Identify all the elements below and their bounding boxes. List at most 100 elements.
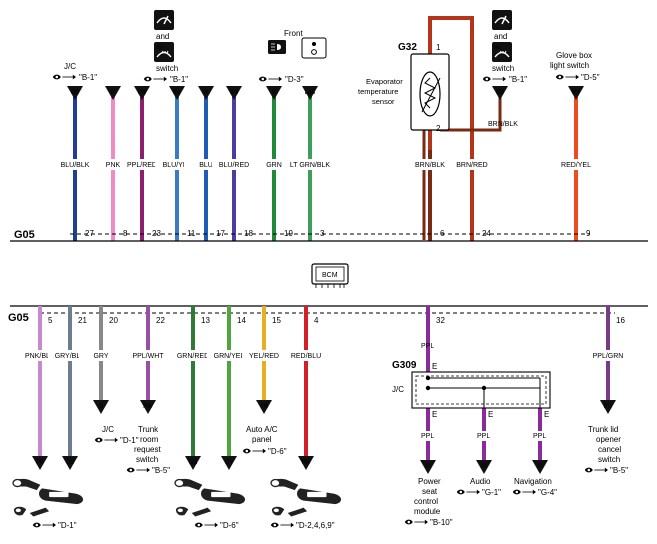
audio-label: Audio	[470, 477, 491, 486]
bottom-tag-5: PB	[36, 460, 44, 466]
bottom-tag-20: G	[99, 404, 104, 410]
bottom-wire-label-15: YEL/RED	[249, 353, 279, 360]
power-seat-2: seat	[422, 487, 438, 496]
combination-switch-icon	[12, 478, 84, 518]
bottom-wire-label-14: GRN/YEL	[214, 353, 245, 360]
g309-e-3: E	[544, 410, 549, 419]
combination-switch-icon	[270, 478, 342, 518]
front-ref: "D-3"	[285, 75, 304, 84]
top-wire-label-27: BLU/BLK	[61, 162, 90, 169]
eye-arrow-icon	[404, 519, 428, 525]
bottom-connector-14	[221, 456, 237, 470]
top-tag-17: B	[204, 90, 208, 96]
bottom-wire-label-bg-13	[171, 350, 215, 361]
glove-line-1: Glove box	[556, 51, 592, 60]
top-wire-label-bg-19	[252, 159, 296, 170]
top-wire-label-17: BLU	[199, 162, 213, 169]
eye-arrow-icon	[32, 522, 56, 528]
trunk-cancel-4: switch	[598, 455, 620, 464]
jc-bottom-ref: "D-1"	[120, 436, 139, 445]
eye-arrow-icon	[52, 74, 76, 80]
g32-label: G32	[398, 42, 417, 53]
jc-top-label: J/C	[64, 62, 76, 71]
jc-top-ref: "B-1"	[79, 73, 97, 82]
g309-label: G309	[392, 360, 417, 371]
top-connector-17	[198, 86, 214, 100]
bottom-tag-13: GR	[189, 460, 199, 466]
g309-output-label-bg-2	[474, 431, 494, 441]
power-seat-1: Power	[418, 477, 441, 486]
top-wire-label-bg-18	[212, 159, 256, 170]
switch1-label: switch	[156, 64, 178, 73]
top-tag-18: BR	[230, 90, 239, 96]
evap-line-1: Evaporator	[366, 77, 403, 86]
bottom-pin-5: 5	[48, 316, 53, 325]
top-connector-18	[226, 86, 242, 100]
bottom-pin-14: 14	[237, 316, 246, 325]
eye-arrow-icon	[194, 522, 218, 528]
pin1-label: 1	[436, 43, 441, 52]
bottom-wire-label-20: GRY	[93, 353, 108, 360]
bottom-pin-20: 20	[109, 316, 118, 325]
top-tag-19: G	[272, 90, 277, 96]
bottom-wire-label-bg-16	[586, 350, 630, 361]
top-wire-label-9: RED/YEL	[561, 162, 591, 169]
bottom-tag-22: PW	[143, 404, 153, 410]
top-tag-3: LgB	[305, 90, 316, 96]
power-seat-4: module	[414, 507, 441, 516]
bottom-wire-label-22: PPL/WHT	[132, 353, 164, 360]
bottom-wire-label-bg-20	[79, 350, 123, 361]
bottom-wire-group: 5PNK/BLUPB21GRY/BLUGB20GRYG22PPL/WHTPW13…	[18, 306, 630, 474]
bottom-wire-label-5: PNK/BLU	[25, 353, 55, 360]
power-seat-ref: "B-10"	[430, 518, 453, 527]
bottom-connector-20	[93, 400, 109, 414]
bottom-wire-label-16: PPL/GRN	[593, 353, 624, 360]
bcm-box: BCM	[311, 263, 349, 288]
navigation-ref: "G-4"	[538, 488, 557, 497]
brn-blk-side-label: BRN/BLK	[488, 121, 518, 128]
bottom-wire-label-bg-21	[48, 350, 92, 361]
top-connector-23	[134, 86, 150, 100]
bottom-tag-14: GY	[225, 460, 234, 466]
bottom-tag-21: GB	[66, 460, 75, 466]
top-connector-side	[492, 86, 508, 100]
washer-icon	[154, 42, 174, 62]
top-connector-27	[67, 86, 83, 100]
g309-output-label-bg-3	[530, 431, 550, 441]
jc-bottom-label: J/C	[102, 425, 114, 434]
eye-arrow-icon	[482, 76, 506, 82]
bottom-wire-label-bg-5	[18, 350, 62, 361]
bottom-connector-16	[600, 400, 616, 414]
ppl-out-3: PPL	[533, 433, 546, 440]
evap-line-3: sensor	[372, 97, 395, 106]
eye-arrow-icon	[270, 522, 294, 528]
top-wire-label-6: BRN/BLK	[415, 162, 445, 169]
auto-ac-ref: "D-6"	[268, 447, 287, 456]
top-wire-label-8: PNK	[106, 162, 121, 169]
wiper-icon	[154, 10, 174, 30]
switch2-label: switch	[492, 64, 514, 73]
eye-arrow-icon	[512, 489, 536, 495]
trunk-cancel-2: opener	[596, 435, 621, 444]
g309-output-tag-2: P	[482, 464, 486, 470]
audio-ref: "G-1"	[482, 488, 501, 497]
switch2-ref: "B-1"	[509, 75, 527, 84]
bottom-connector-4	[298, 456, 314, 470]
bottom-pin-21: 21	[78, 316, 87, 325]
top-wire-label-bg-11	[155, 159, 199, 170]
top-wire-label-24: BRN/RED	[456, 162, 488, 169]
eye-arrow-icon	[258, 76, 282, 82]
top-tag-side: BB	[496, 90, 504, 96]
top-pin-27: 27	[85, 229, 94, 238]
eye-arrow-icon	[584, 467, 608, 473]
bottom-connector-22	[140, 400, 156, 414]
combo2-ref: "D-6"	[220, 521, 239, 530]
bottom-wire-label-bg-4	[284, 350, 328, 361]
g309-output-tag-1: P	[426, 464, 430, 470]
and1-label: and	[156, 32, 169, 41]
bottom-pin-32: 32	[436, 316, 445, 325]
g309-output-tag-3: P	[538, 464, 542, 470]
eye-arrow-icon	[456, 489, 480, 495]
bottom-pin-4: 4	[314, 316, 319, 325]
